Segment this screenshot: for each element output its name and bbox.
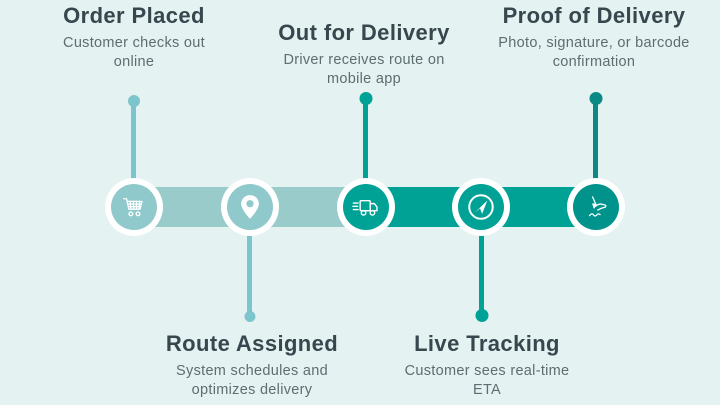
node-circle: [111, 184, 157, 230]
connector-dot: [244, 311, 255, 322]
timeline-node-order-placed: [105, 178, 163, 236]
stage-proof-of-delivery: Proof of Delivery Photo, signature, or b…: [495, 3, 693, 72]
connector-dot: [475, 309, 488, 322]
timeline-node-route-assigned: [221, 178, 279, 236]
stage-title: Route Assigned: [165, 331, 339, 356]
connector-route-assigned: [244, 207, 255, 322]
connector-dot: [589, 92, 602, 105]
stage-out-for-delivery: Out for Delivery Driver receives route o…: [264, 20, 464, 89]
node-circle: [227, 184, 273, 230]
stage-description: System schedules and optimizes delivery: [176, 363, 328, 398]
signature-icon: [582, 193, 610, 221]
navigation-arrow-icon: [466, 192, 496, 222]
stage-order-placed: Order Placed Customer checks out online: [48, 3, 220, 72]
stage-description: Driver receives route on mobile app: [283, 52, 445, 87]
node-circle: [343, 184, 389, 230]
map-pin-icon: [236, 193, 264, 221]
timeline-node-proof-of-delivery: [567, 178, 625, 236]
stage-title: Out for Delivery: [278, 20, 450, 45]
node-circle: [458, 184, 504, 230]
connector-dot: [359, 92, 372, 105]
stage-route-assigned: Route Assigned System schedules and opti…: [154, 331, 350, 400]
shopping-cart-icon: [121, 194, 147, 220]
stage-description: Photo, signature, or barcode confirmatio…: [498, 35, 690, 70]
stage-live-tracking: Live Tracking Customer sees real-time ET…: [404, 331, 570, 400]
timeline-node-out-for-delivery: [337, 178, 395, 236]
stage-title: Proof of Delivery: [502, 3, 686, 28]
node-circle: [573, 184, 619, 230]
stage-title: Order Placed: [63, 3, 205, 28]
connector-proof-of-delivery: [589, 92, 602, 200]
stage-description: Customer checks out online: [63, 35, 205, 70]
connector-out-for-delivery: [359, 92, 372, 200]
connector-live-tracking: [475, 207, 488, 322]
stage-title: Live Tracking: [414, 331, 560, 356]
delivery-truck-icon: [352, 193, 380, 221]
timeline-node-live-tracking: [452, 178, 510, 236]
connector-order-placed: [127, 95, 140, 200]
connector-dot: [127, 95, 140, 107]
stage-description: Customer sees real-time ETA: [404, 363, 570, 398]
